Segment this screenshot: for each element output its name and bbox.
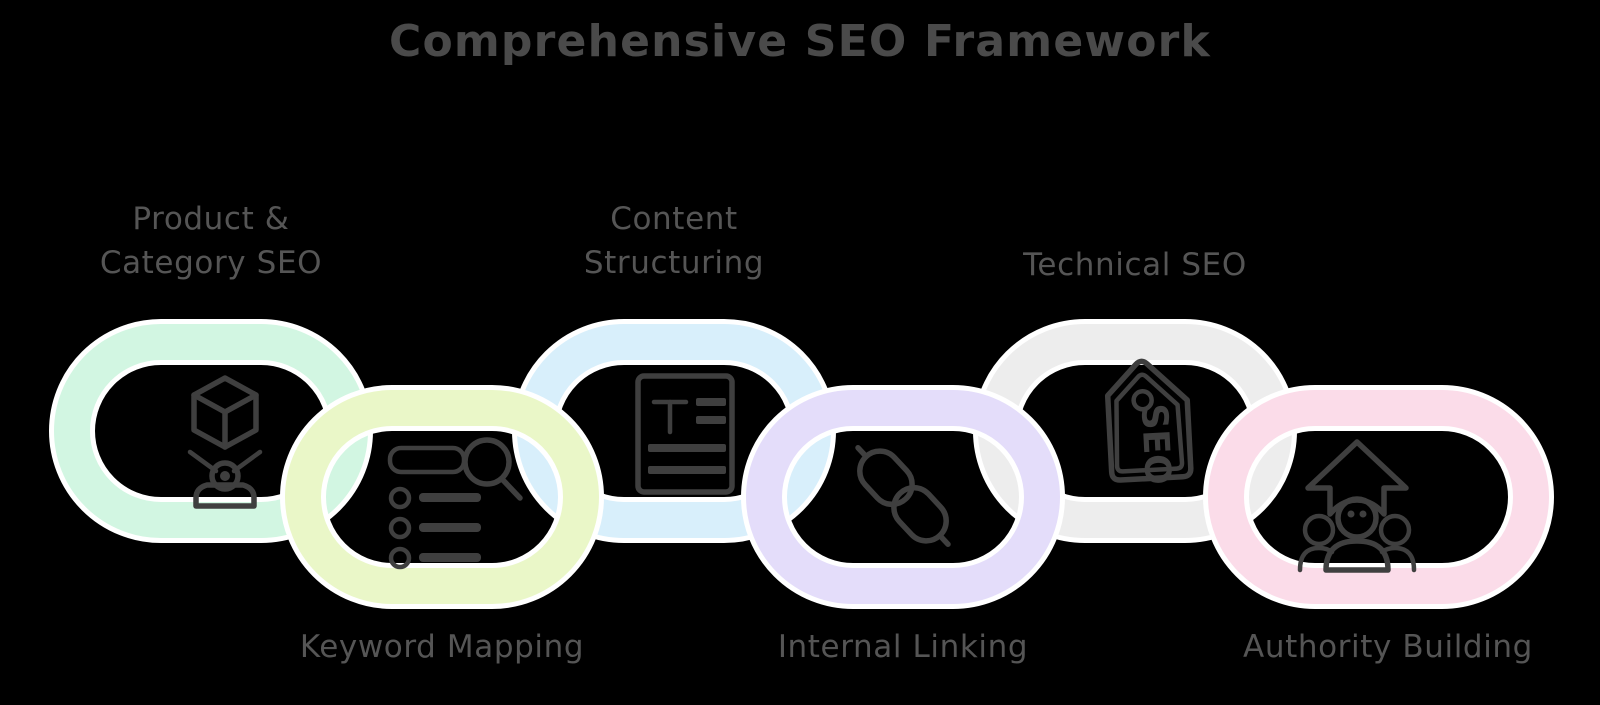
- chain-link-6-label: Authority Building: [1243, 629, 1533, 665]
- chain-link-4-body: [746, 390, 1060, 604]
- chain-link-icon: [855, 444, 951, 548]
- chain-link-2-label: Keyword Mapping: [299, 629, 585, 665]
- chain-link-6[interactable]: [1203, 385, 1554, 609]
- text-document-icon: [635, 373, 735, 495]
- chain-link-3-label: Content Structuring: [583, 201, 765, 282]
- chain-link-5-label: Technical SEO: [1023, 247, 1247, 283]
- seo-tag-text: SEO: [1133, 403, 1178, 486]
- chain-link-4[interactable]: [741, 385, 1065, 609]
- page-title: Comprehensive SEO Framework: [388, 16, 1212, 67]
- product-box-icon: [187, 375, 263, 509]
- keyword-search-list-icon: [387, 437, 523, 570]
- chain-link-6-body: [1208, 390, 1549, 604]
- audience-growth-icon: [1297, 439, 1417, 573]
- chain-link-4-label: Internal Linking: [777, 629, 1029, 665]
- seo-tag-icon: SEO: [1104, 358, 1194, 486]
- chain-link-1-label: Product & Category SEO: [99, 201, 323, 282]
- chain-link-2[interactable]: [280, 385, 604, 609]
- chain-link-2-body: [285, 390, 599, 604]
